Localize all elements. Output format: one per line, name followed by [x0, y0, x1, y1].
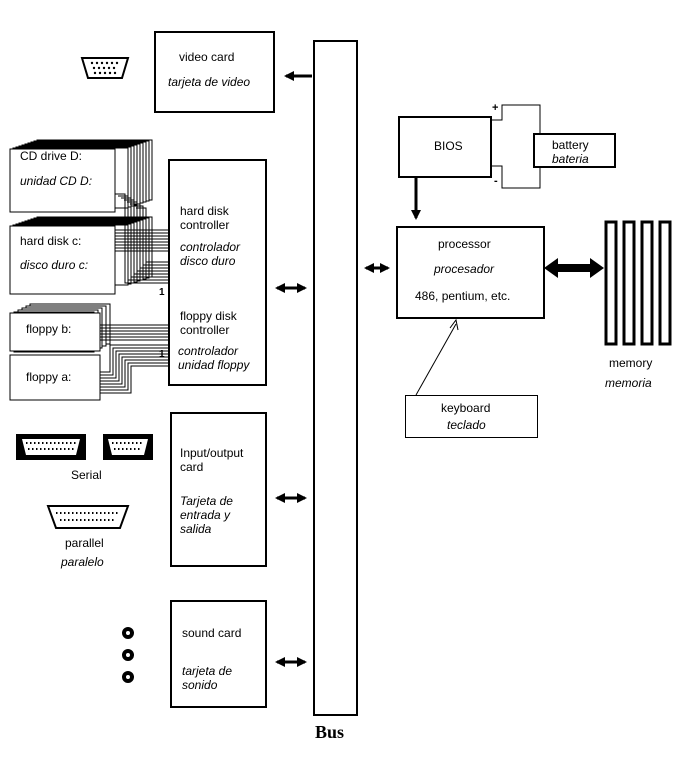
- fdd-controller-label: floppy disk controller: [180, 309, 237, 337]
- serial-db25-connector-icon: [16, 434, 86, 460]
- io-card-box: Input/output card Tarjeta de entrada y s…: [170, 412, 267, 567]
- cd-drive-stack: [9, 139, 153, 213]
- processor-label-es: procesador: [434, 262, 495, 276]
- battery-minus: -: [494, 175, 498, 187]
- bus-arrows: [275, 71, 421, 667]
- memory-bus-arrow: [544, 258, 604, 278]
- keyboard-connector-line: [415, 323, 457, 396]
- cd-drive: CD drive D: unidad CD D:: [10, 149, 115, 212]
- processor-box: processor procesador 486, pentium, etc.: [396, 226, 545, 319]
- hard-disk-stack: [9, 216, 153, 295]
- memory-label-es: memoria: [605, 376, 652, 390]
- battery-label: battery: [552, 138, 589, 152]
- keyboard-connector-arrowhead: [449, 318, 459, 331]
- vga-connector-icon: [80, 57, 130, 79]
- floppy-b-label: floppy b:: [26, 322, 72, 336]
- parallel-connector-icon: [46, 505, 130, 529]
- fdd-cable-pin1: 1: [159, 349, 165, 360]
- bus-label: Bus: [315, 722, 345, 742]
- battery-label-es: bateria: [552, 152, 589, 166]
- io-card-label-es: Tarjeta de entrada y salida: [180, 494, 233, 536]
- bios-box: BIOS: [398, 116, 492, 178]
- keyboard-label-es: teclado: [447, 418, 486, 432]
- cd-drive-label: CD drive D:: [20, 149, 83, 163]
- serial-db9-connector-icon: [103, 434, 153, 460]
- memory-modules: [604, 220, 672, 346]
- battery-box: battery bateria: [533, 133, 616, 168]
- bios-label: BIOS: [434, 139, 463, 153]
- hard-disk: hard disk c: disco duro c:: [10, 226, 115, 294]
- fdd-controller-label-es: controlador unidad floppy: [178, 344, 250, 372]
- system-bus: [313, 40, 358, 716]
- battery-wiring: [492, 104, 541, 189]
- keyboard-box: keyboard teclado: [405, 395, 538, 438]
- sound-card-label-es: tarjeta de sonido: [182, 664, 233, 692]
- parallel-label: parallel: [65, 536, 104, 550]
- floppy-b-stack: [9, 303, 111, 353]
- hard-disk-label: hard disk c:: [20, 234, 82, 248]
- parallel-label-es: paralelo: [61, 555, 104, 569]
- battery-plus: +: [492, 102, 499, 114]
- serial-label: Serial: [71, 468, 102, 482]
- audio-jack-icons: [122, 627, 134, 683]
- hdd-controller-label: hard disk controller: [180, 204, 230, 232]
- hdd-cable-pin1: 1: [159, 287, 165, 298]
- cd-drive-label-es: unidad CD D:: [20, 174, 93, 188]
- fdd-ribbon-cable: [100, 324, 168, 394]
- io-card-label: Input/output card: [180, 446, 244, 474]
- video-card-label-es: tarjeta de video: [168, 75, 251, 89]
- processor-label: processor: [438, 237, 491, 251]
- sound-card-label: sound card: [182, 626, 242, 640]
- hdd-ribbon-cable: [115, 193, 168, 284]
- memory-label: memory: [609, 356, 653, 370]
- processor-models: 486, pentium, etc.: [415, 289, 511, 303]
- keyboard-label: keyboard: [441, 401, 491, 415]
- video-card-box: video card tarjeta de video: [154, 31, 275, 113]
- floppy-a-stack: [9, 354, 101, 401]
- sound-card-box: sound card tarjeta de sonido: [170, 600, 267, 708]
- hard-disk-label-es: disco duro c:: [20, 258, 89, 272]
- video-card-label: video card: [179, 50, 235, 64]
- hdd-controller-label-es: controlador disco duro: [180, 240, 241, 268]
- disk-controller-box: hard disk controller controlador disco d…: [168, 159, 267, 386]
- floppy-a-label: floppy a:: [26, 370, 72, 384]
